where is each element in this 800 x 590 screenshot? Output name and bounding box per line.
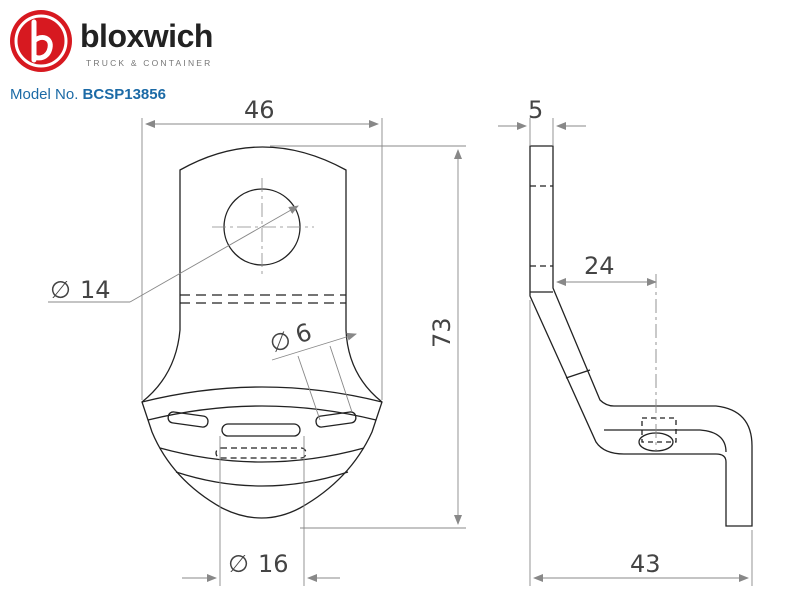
side-hole-hidden (641, 417, 677, 443)
logo-badge (10, 10, 72, 72)
side-foot-top (604, 429, 727, 453)
brand-name: bloxwich (80, 18, 213, 54)
side-bracket-outline (529, 145, 753, 527)
bloxwich-logo (10, 10, 72, 72)
front-slot-left (167, 411, 209, 428)
dim-43-label: 43 (630, 550, 661, 578)
front-saddle-bottom (159, 447, 365, 463)
front-slot-lower (215, 447, 307, 459)
dim-24-label: 24 (584, 252, 615, 280)
brand-tagline: TRUCK & CONTAINER (86, 58, 213, 68)
front-slot-right (315, 411, 357, 428)
dim-73-label: 73 (428, 317, 456, 348)
dim-6-leader (271, 332, 357, 361)
dim-16-label: 16 (258, 550, 289, 578)
dim-16-symbol: ∅ (228, 550, 249, 578)
front-saddle-base (175, 471, 349, 487)
model-label: Model No. (10, 86, 79, 103)
dim-14-label: 14 (80, 276, 111, 304)
front-saddle-top (141, 386, 383, 403)
logo-badge-ring (14, 14, 68, 68)
front-centerlines (212, 178, 314, 278)
dim-6-symbol: ∅ (266, 325, 295, 358)
model-number: BCSP13856 (82, 86, 166, 103)
dim-6-label: 6 (292, 318, 315, 349)
front-saddle-mid (147, 405, 377, 421)
logo-b-mark (31, 19, 53, 63)
front-view (141, 146, 383, 519)
front-dimensions (48, 118, 466, 586)
dim-5-label: 5 (528, 96, 543, 124)
side-dimensions (498, 118, 753, 586)
model-row: Model No. BCSP13856 (10, 86, 166, 103)
dim-14-symbol: ∅ (50, 276, 71, 304)
dim-46-label: 46 (244, 96, 275, 124)
front-plate-outline (141, 146, 383, 519)
front-slot-center (221, 423, 301, 437)
side-view (529, 145, 753, 527)
